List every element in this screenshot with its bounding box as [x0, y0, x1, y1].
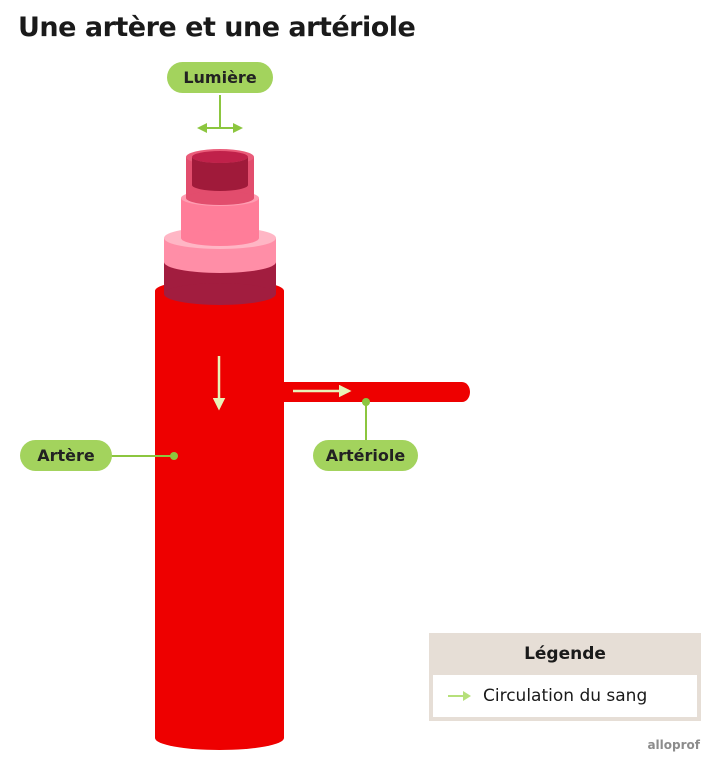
artery-leader [110, 452, 178, 460]
legend-heading: Légende [524, 644, 606, 664]
legend: Légende Circulation du sang [429, 633, 701, 721]
legend-item-label: Circulation du sang [483, 686, 648, 706]
lumen-indicator [197, 95, 243, 133]
arteriole-label: Artériole [313, 440, 418, 471]
lumen-opening [192, 151, 248, 191]
lumen-label: Lumière [167, 62, 273, 93]
artery-body [155, 279, 284, 750]
arteriole-vessel [284, 382, 470, 402]
arrow-icon [448, 691, 471, 701]
page-title: Une artère et une artériole [18, 12, 416, 43]
legend-item: Circulation du sang [433, 675, 697, 717]
arteriole-leader [362, 398, 370, 442]
artery-label: Artère [20, 440, 112, 471]
brand-logo: alloprof [647, 738, 700, 752]
